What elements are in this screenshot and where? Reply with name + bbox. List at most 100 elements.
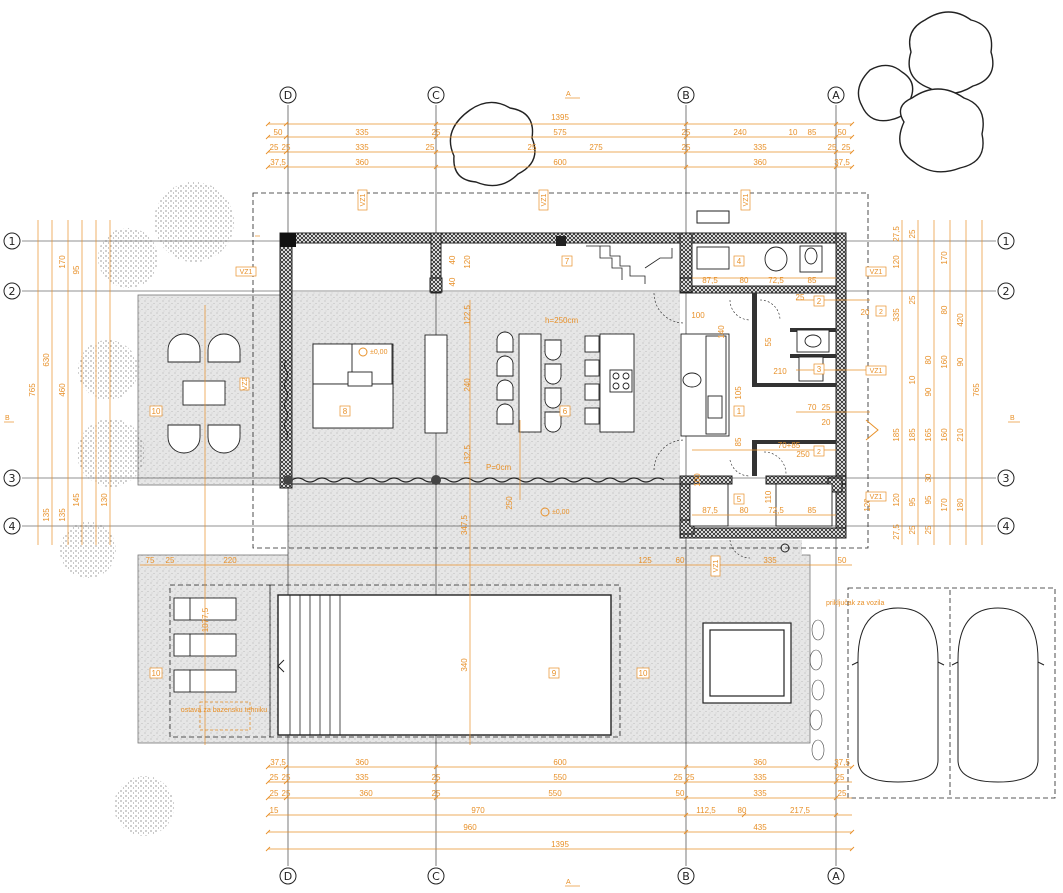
svg-text:6: 6 (563, 407, 568, 416)
svg-text:435: 435 (753, 823, 767, 832)
svg-text:C: C (432, 870, 440, 883)
room-numbers: 1 2 3 4 5 6 7 8 9 10 10 10 (149, 255, 825, 679)
grid-bubble-1-left: 1 (3, 232, 21, 250)
stair (586, 245, 673, 284)
svg-text:25: 25 (282, 789, 291, 798)
svg-text:335: 335 (355, 773, 369, 782)
dimension-ticks (265, 121, 855, 852)
room-4: 4 (733, 255, 745, 267)
svg-text:340: 340 (460, 658, 469, 672)
svg-text:145: 145 (72, 493, 81, 507)
svg-text:335: 335 (753, 773, 767, 782)
svg-text:420: 420 (956, 313, 965, 327)
svg-text:VZ1: VZ1 (713, 559, 720, 572)
svg-text:A: A (832, 89, 840, 102)
level-zero: P=0cm (486, 463, 511, 472)
svg-text:37,5: 37,5 (270, 758, 286, 767)
window-tags: VZ1 VZ1 VZ1 VZ1 VZ1 VZ1 VZ1 VZ1 VZ2 2 2 (235, 189, 887, 577)
ev-outlet-label: priključak za vozila (826, 600, 884, 607)
svg-text:5: 5 (737, 495, 742, 504)
svg-text:25: 25 (270, 789, 279, 798)
room-8: 8 (339, 405, 351, 417)
svg-text:10: 10 (908, 375, 917, 384)
chimney (696, 210, 730, 224)
furniture (167, 245, 833, 693)
svg-text:A: A (832, 870, 840, 883)
shrub-4 (77, 419, 145, 487)
svg-text:80: 80 (740, 506, 749, 515)
interior-dimensions: 40 40 120 122,5 240 132,5 250 100 87,5 8… (146, 255, 872, 672)
grid-bubble-4-left: 4 (3, 517, 21, 535)
svg-text:360: 360 (753, 758, 767, 767)
svg-text:25: 25 (426, 143, 435, 152)
svg-text:185: 185 (892, 428, 901, 442)
shrub-6 (114, 776, 174, 836)
sofa (312, 343, 394, 429)
section-marks: A A B B (4, 91, 1020, 887)
room-1: 1 (733, 405, 745, 417)
svg-text:30: 30 (924, 473, 933, 482)
grid-bubble-d-top: D (279, 86, 297, 104)
room-10-south: 10 (149, 667, 163, 679)
walls (279, 232, 847, 539)
svg-text:360: 360 (753, 158, 767, 167)
svg-text:D: D (284, 870, 292, 883)
svg-text:25: 25 (924, 525, 933, 534)
svg-text:70+85: 70+85 (778, 441, 801, 450)
parking (851, 607, 1045, 783)
svg-text:90: 90 (924, 387, 933, 396)
svg-text:120: 120 (463, 255, 472, 269)
svg-text:165: 165 (924, 428, 933, 442)
grid-bubble-c-bottom: C (427, 867, 445, 885)
svg-text:25: 25 (432, 773, 441, 782)
pool-tech-label: ostava za bazensku tehniku (181, 707, 267, 714)
top-dimensions: 1395 50 335 25 575 25 240 10 85 50 25 25… (270, 113, 851, 167)
svg-text:135: 135 (58, 508, 67, 522)
svg-text:970: 970 (471, 806, 485, 815)
tree-2 (908, 11, 994, 95)
grid-bubble-1-right: 1 (997, 232, 1015, 250)
svg-text:80: 80 (740, 276, 749, 285)
svg-text:B: B (682, 870, 690, 883)
svg-text:170: 170 (940, 498, 949, 512)
svg-text:27,5: 27,5 (892, 524, 901, 540)
svg-text:275: 275 (589, 143, 603, 152)
grid-bubble-d-bottom: D (279, 867, 297, 885)
svg-text:VZ1: VZ1 (870, 368, 883, 375)
svg-text:25: 25 (828, 143, 837, 152)
svg-text:VZ2: VZ2 (242, 377, 249, 390)
svg-text:25: 25 (686, 773, 695, 782)
svg-text:55: 55 (764, 337, 773, 346)
pool (277, 594, 612, 736)
svg-text:D: D (284, 89, 292, 102)
svg-text:95: 95 (908, 497, 917, 506)
svg-text:335: 335 (753, 143, 767, 152)
svg-text:50: 50 (274, 128, 283, 137)
grid-bubble-3-right: 3 (997, 469, 1015, 487)
svg-text:120: 120 (892, 255, 901, 269)
svg-text:4: 4 (9, 520, 16, 533)
svg-text:180: 180 (956, 498, 965, 512)
jacuzzi (702, 622, 792, 704)
svg-text:335: 335 (892, 308, 901, 322)
svg-text:135: 135 (42, 508, 51, 522)
svg-text:50: 50 (838, 128, 847, 137)
svg-text:40: 40 (448, 277, 457, 286)
svg-text:10: 10 (789, 128, 798, 137)
svg-text:105: 105 (734, 386, 743, 400)
svg-text:95: 95 (924, 495, 933, 504)
svg-text:70: 70 (808, 403, 817, 412)
svg-text:B: B (682, 89, 690, 102)
pool-tech: ostava za bazensku tehniku (181, 701, 267, 731)
room-5: 5 (733, 493, 745, 505)
svg-text:25: 25 (432, 128, 441, 137)
section-mark-b-left: B (5, 415, 10, 422)
room-9: 9 (548, 667, 560, 679)
room-10-west: 10 (149, 405, 163, 417)
tree-1 (449, 101, 536, 187)
svg-text:112,5: 112,5 (696, 806, 716, 815)
svg-text:87,5: 87,5 (702, 276, 718, 285)
svg-text:20: 20 (822, 418, 831, 427)
svg-text:550: 550 (553, 773, 567, 782)
grid-bubble-4-right: 4 (997, 517, 1015, 535)
